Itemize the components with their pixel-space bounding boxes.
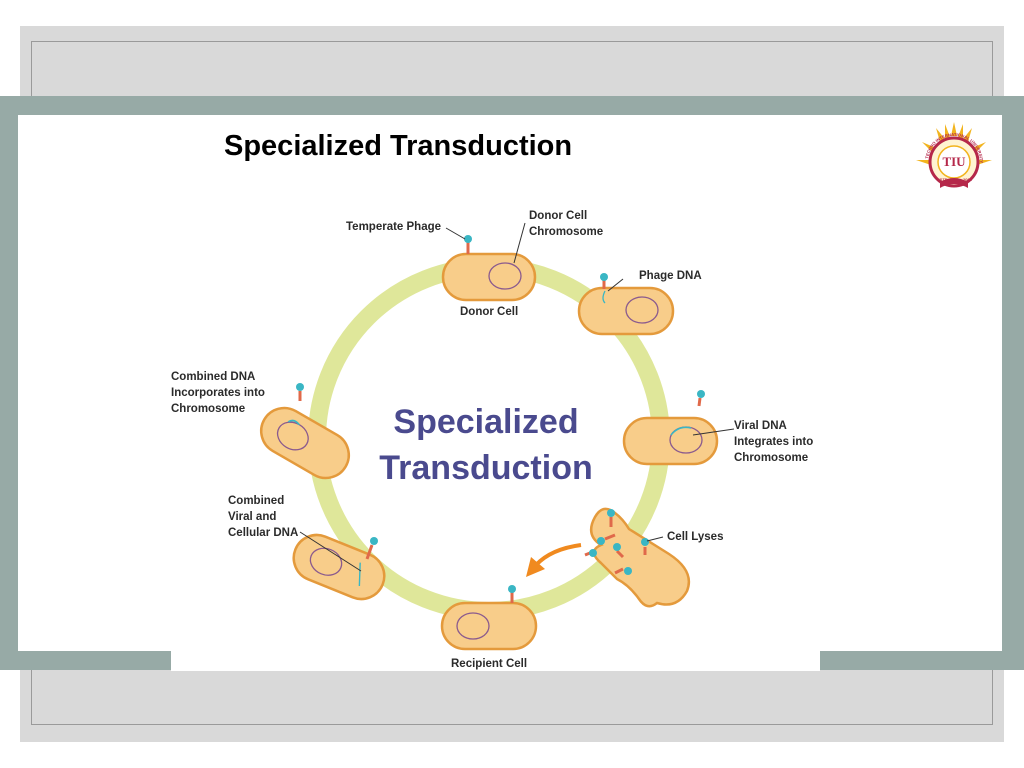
- viral-integrates-label-1: Viral DNA: [734, 420, 787, 432]
- temperate-phage-icon: [464, 235, 472, 254]
- viral-integrates-pointer: [692, 428, 735, 436]
- phage-on-combined-icon: [365, 537, 378, 560]
- center-title-line2: Transduction: [379, 449, 592, 487]
- cell-lyses-pointer: [646, 536, 664, 542]
- logo-text: TIU: [942, 154, 966, 169]
- donor-chromosome-pointer: [513, 222, 526, 264]
- combined-viral-cell: [292, 533, 386, 601]
- temperate-phage-label: Temperate Phage: [346, 221, 441, 233]
- combined-viral-label-1: Combined: [228, 495, 284, 507]
- phage-floating-icon: [697, 390, 705, 407]
- recipient-cell: [440, 601, 538, 651]
- sun-rays-icon: [916, 122, 992, 165]
- donor-chromosome-label-2: Chromosome: [529, 226, 603, 238]
- phage-on-cell-icon: [600, 273, 608, 289]
- specialized-transduction-diagram: Specialized Transduction Temperate Phage…: [171, 199, 820, 671]
- combined-viral-label-3: Cellular DNA: [228, 527, 298, 539]
- viral-integrates-cell: [622, 416, 719, 466]
- combined-viral-pointer: [299, 531, 362, 572]
- logo-year: 2008: [963, 177, 973, 182]
- cell-lyses-label: Cell Lyses: [667, 531, 723, 543]
- donor-cell-label: Donor Cell: [460, 306, 518, 318]
- phage-dna-cell: [577, 286, 675, 336]
- released-phages-icon: [584, 509, 649, 575]
- donor-chromosome: [488, 262, 522, 290]
- center-title-line1: Specialized: [393, 403, 578, 441]
- combined-incorp-label-3: Chromosome: [171, 403, 245, 415]
- temperate-phage-pointer: [445, 227, 466, 240]
- phage-dna-label: Phage DNA: [639, 270, 702, 282]
- donor-cell: [441, 252, 537, 302]
- book-icon: [940, 178, 968, 188]
- tiu-logo-icon: TECHNO INTERNATIONAL UNIVERSITY TIU ESTD…: [916, 122, 992, 188]
- phage-on-recipient-icon: [508, 585, 516, 603]
- donor-chromosome-label-1: Donor Cell: [529, 210, 587, 222]
- combined-incorp-label-2: Incorporates into: [171, 387, 265, 399]
- slide-title: Specialized Transduction: [224, 130, 573, 162]
- recipient-cell-label: Recipient Cell: [451, 658, 527, 670]
- combined-incorp-cell: [259, 406, 351, 480]
- phage-near-combined-icon: [296, 383, 304, 401]
- phage-dna-strand: [602, 290, 606, 304]
- viral-integrates-label-2: Integrates into: [734, 436, 813, 448]
- integrated-viral-dna: [670, 426, 692, 436]
- viral-integrates-label-3: Chromosome: [734, 452, 808, 464]
- phage-dna-pointer: [607, 278, 624, 292]
- logo-estd: ESTD.: [937, 177, 949, 182]
- combined-incorp-label-1: Combined DNA: [171, 371, 255, 383]
- combined-viral-label-2: Viral and: [228, 511, 276, 523]
- direction-arrow-icon: [526, 543, 582, 577]
